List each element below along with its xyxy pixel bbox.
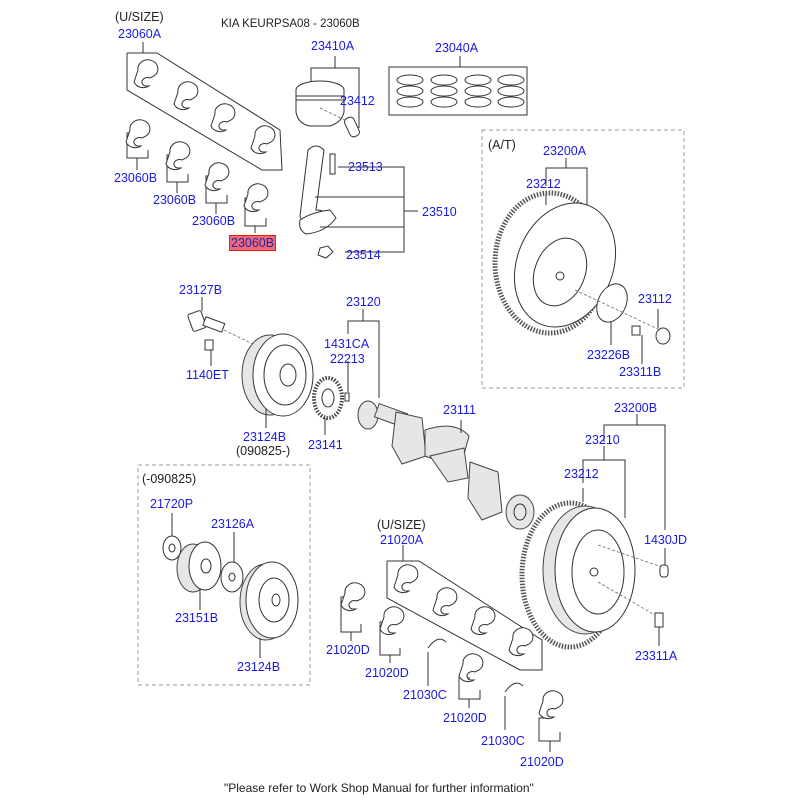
part-link-21030C-1[interactable]: 21030C <box>403 688 447 702</box>
crankshaft-drawing <box>357 400 535 530</box>
part-link-21020A[interactable]: 21020A <box>380 533 424 547</box>
at-group-frame <box>481 129 685 389</box>
part-link-23127B[interactable]: 23127B <box>179 283 223 297</box>
part-link-23200A[interactable]: 23200A <box>543 144 587 158</box>
part-link-23060A[interactable]: 23060A <box>118 27 162 41</box>
crank-pulley-drawing <box>187 297 380 435</box>
part-link-23060B-2[interactable]: 23060B <box>153 193 197 207</box>
part-link-23311B[interactable]: 23311B <box>619 365 662 379</box>
connecting-rod-drawing <box>299 145 418 259</box>
part-link-23200B[interactable]: 23200B <box>614 401 658 415</box>
footer-note: "Please refer to Work Shop Manual for fu… <box>224 781 534 795</box>
part-link-23120[interactable]: 23120 <box>346 295 381 309</box>
diagram-title: KIA KEURPSA08 - 23060B <box>221 18 360 30</box>
date-range-before: (-090825) <box>142 472 197 486</box>
part-link-23040A[interactable]: 23040A <box>435 41 479 55</box>
part-link-23124B-top[interactable]: 23124B <box>243 430 287 444</box>
part-link-23226B[interactable]: 23226B <box>587 348 631 362</box>
part-link-23141[interactable]: 23141 <box>308 438 343 452</box>
part-link-23212-at[interactable]: 23212 <box>526 177 561 191</box>
part-link-23124B-bottom[interactable]: 23124B <box>237 660 281 674</box>
part-link-21720P[interactable]: 21720P <box>150 497 194 511</box>
piston-drawing <box>295 56 360 138</box>
group-label-at: (A/T) <box>488 138 516 152</box>
conrod-bearing-single-drawings <box>125 119 269 233</box>
part-link-23112[interactable]: 23112 <box>638 292 672 306</box>
flywheel-drawing <box>519 414 669 650</box>
part-link-21020D-2[interactable]: 21020D <box>365 666 409 680</box>
part-link-23210[interactable]: 23210 <box>585 433 620 447</box>
part-link-22213[interactable]: 22213 <box>330 352 365 366</box>
part-link-21020D-3[interactable]: 21020D <box>443 711 487 725</box>
date-range-after: (090825-) <box>236 444 291 458</box>
group-label-conrod-usize: (U/SIZE) <box>115 10 164 24</box>
part-link-23060B-3[interactable]: 23060B <box>192 214 236 228</box>
part-link-23510[interactable]: 23510 <box>422 205 457 219</box>
part-link-23060B-selected[interactable]: 23060B <box>229 235 277 251</box>
group-label-main-usize: (U/SIZE) <box>377 518 426 532</box>
part-link-1430JD[interactable]: 1430JD <box>644 533 688 547</box>
part-link-23513[interactable]: 23513 <box>348 160 383 174</box>
part-link-21020D-4[interactable]: 21020D <box>520 755 564 769</box>
part-link-23311A[interactable]: 23311A <box>635 649 678 663</box>
part-link-23412[interactable]: 23412 <box>340 94 375 108</box>
part-link-23151B[interactable]: 23151B <box>175 611 219 625</box>
drive-plate-drawing <box>492 158 671 364</box>
part-link-23514[interactable]: 23514 <box>346 248 381 262</box>
conrod-bearing-set-drawing <box>126 42 283 171</box>
main-bearing-set-drawing <box>340 545 564 752</box>
piston-rings-drawing <box>388 56 528 116</box>
part-link-21020D-1[interactable]: 21020D <box>326 643 370 657</box>
part-link-23212-mt[interactable]: 23212 <box>564 467 599 481</box>
old-pulley-drawing <box>162 513 299 658</box>
bearing-shell-icon <box>133 59 276 155</box>
part-link-23410A[interactable]: 23410A <box>311 39 355 53</box>
part-link-23111[interactable]: 23111 <box>443 403 476 417</box>
part-link-21030C-2[interactable]: 21030C <box>481 734 525 748</box>
part-link-23126A[interactable]: 23126A <box>211 517 255 531</box>
part-link-1140ET[interactable]: 1140ET <box>186 368 229 382</box>
pulley-old-group-frame <box>137 464 311 686</box>
part-link-1431CA[interactable]: 1431CA <box>324 337 370 351</box>
part-link-23060B-1[interactable]: 23060B <box>114 171 158 185</box>
